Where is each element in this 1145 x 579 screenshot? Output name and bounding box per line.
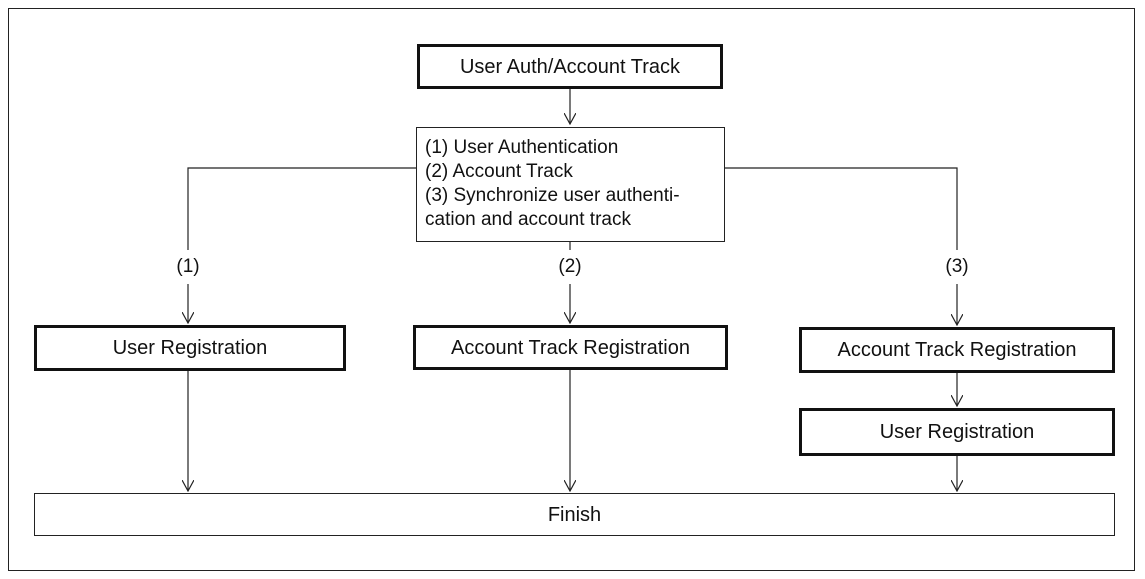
option-line: (2) Account Track: [425, 161, 573, 182]
branch-label-2: (2): [558, 256, 582, 277]
account-track-registration-label: Account Track Registration: [451, 336, 690, 359]
option-line: (3) Synchronize user authenti-: [425, 185, 680, 206]
finish-label: Finish: [547, 503, 602, 526]
user-registration-label: User Registration: [879, 421, 1035, 443]
user-registration-box-1: User Registration: [34, 325, 346, 371]
finish-box: Finish: [34, 493, 1115, 536]
branch-label-3: (3): [945, 256, 969, 277]
account-track-registration-box-2: Account Track Registration: [413, 325, 728, 370]
diagram-frame: [8, 8, 1135, 571]
options-box: (1) User Authentication (2) Account Trac…: [416, 127, 725, 242]
branch-label-1: (1): [176, 256, 200, 277]
user-registration-box-3: User Registration: [799, 408, 1115, 456]
branch-1-line: [187, 167, 416, 250]
account-track-registration-label: Account Track Registration: [837, 339, 1077, 361]
user-registration-label: User Registration: [112, 337, 268, 359]
start-box: User Auth/Account Track: [417, 44, 723, 89]
option-line: cation and account track: [425, 209, 631, 230]
branch-3-line: [725, 167, 958, 250]
option-line: (1) User Authentication: [425, 137, 619, 158]
account-track-registration-box-3: Account Track Registration: [799, 327, 1115, 373]
start-label: User Auth/Account Track: [459, 55, 681, 78]
